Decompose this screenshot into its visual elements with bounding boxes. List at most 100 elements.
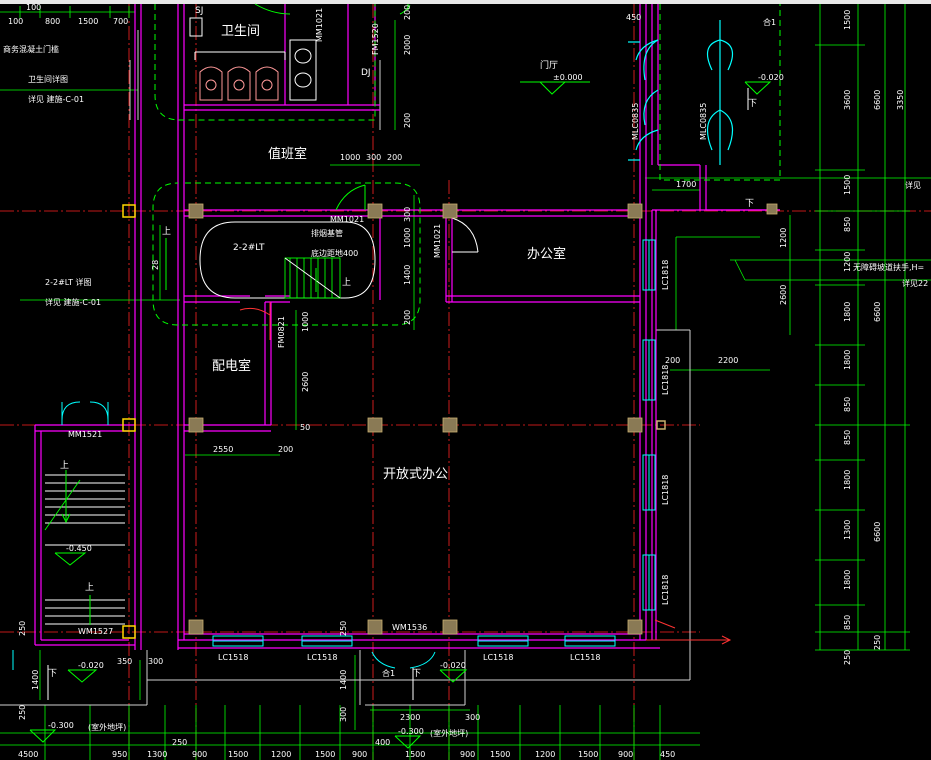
dim-text: 450 xyxy=(660,750,675,759)
window-tag-c1-a: 合1 xyxy=(763,17,776,27)
stair-up-label: 上 xyxy=(342,277,351,288)
window-tag-lc1818-c: LC1818 xyxy=(661,475,670,505)
dim-text: 2550 xyxy=(213,445,233,454)
window-tag-lc1818-d: LC1818 xyxy=(661,575,670,605)
dim-text: 1800 xyxy=(843,350,852,370)
door-tag-mm1021-office: MM1021 xyxy=(433,224,442,258)
down-label-lobby: 下 xyxy=(748,99,757,109)
note-outdoor-mid: (室外地坪) xyxy=(430,728,468,738)
elev-outdoor-left: -0.300 xyxy=(48,721,74,730)
dim-text: 850 xyxy=(843,430,852,445)
dim-text: 250 xyxy=(172,738,187,747)
dim-text: 800 xyxy=(45,17,60,26)
dim-text: 2600 xyxy=(779,285,788,305)
dim-text: 6600 xyxy=(873,302,882,322)
room-label-office: 办公室 xyxy=(527,246,566,262)
dim-text: 250 xyxy=(873,635,882,650)
note-ramp: 无障碍坡道扶手,H= xyxy=(853,262,924,272)
door-tag-fm-dist: FM0821 xyxy=(277,316,286,348)
room-label-lobby: 门厅 xyxy=(540,59,558,71)
walls xyxy=(34,4,780,650)
door-tag-mlc-left: MLC0835 xyxy=(631,103,640,140)
elev-outdoor-mid: -0.300 xyxy=(398,727,424,736)
dimension-lines xyxy=(0,4,931,760)
dim-text: 1500 xyxy=(228,750,248,759)
dim-text: 1500 xyxy=(405,750,425,759)
dim-text: 300 xyxy=(403,207,412,222)
dim-text: 450 xyxy=(626,13,641,22)
window-tag-c1-b: 合1 xyxy=(382,668,395,678)
door-tag-fm1520: FM1520 xyxy=(371,23,380,55)
room-label-distribution: 配电室 xyxy=(212,358,251,374)
dim-text: 900 xyxy=(352,750,367,759)
door-tag-wm1536: WM1536 xyxy=(392,623,427,632)
dim-text: 4500 xyxy=(18,750,38,759)
dim-text: 1500 xyxy=(843,10,852,30)
stair-note-1: 排烟基管 xyxy=(311,228,343,238)
elev-bottom-mid: -0.020 xyxy=(440,661,466,670)
columns xyxy=(188,203,778,635)
dim-text: 1300 xyxy=(147,750,167,759)
dim-text: 1800 xyxy=(843,570,852,590)
dim-text: 100 xyxy=(8,17,23,26)
stair-shaft-outline xyxy=(199,221,376,299)
dim-text: 250 xyxy=(18,705,27,720)
dim-text: 1800 xyxy=(843,470,852,490)
dim-text: 1200 xyxy=(843,252,852,272)
doors xyxy=(12,3,479,670)
dim-text: 100 xyxy=(26,3,41,12)
note-ramp-ref: 详见22 xyxy=(902,278,928,288)
dim-text: 50 xyxy=(300,423,310,432)
dim-text: 200 xyxy=(403,5,412,20)
note-detail-right: 详见 xyxy=(905,180,921,190)
dim-text: 6600 xyxy=(873,522,882,542)
dim-text: 300 xyxy=(148,657,163,666)
dim-text: 1000 xyxy=(403,228,412,248)
windows xyxy=(212,239,656,647)
dim-text: 1200 xyxy=(535,750,555,759)
note-stair-detail: 2-2#LT 详图 xyxy=(45,277,92,287)
dim-text: 200 xyxy=(403,310,412,325)
door-tag-wm1527: WM1527 xyxy=(78,627,113,636)
vertical-dimension-texts: 200 2000 200 300 1000 1400 200 1000 2600… xyxy=(18,5,905,722)
note-stair-detail-ref: 详见 建施-C-01 xyxy=(45,297,101,307)
dim-text: 1000 xyxy=(301,312,310,332)
dim-text: 850 xyxy=(843,615,852,630)
label-dj: DJ xyxy=(361,68,371,78)
dim-text: 200 xyxy=(387,153,402,162)
left-stair-up-2: 上 xyxy=(85,582,94,593)
dim-text: 200 xyxy=(278,445,293,454)
dim-text: 1500 xyxy=(490,750,510,759)
elev-lobby: ±0.000 xyxy=(553,73,583,82)
sinks xyxy=(189,17,317,101)
red-leader xyxy=(646,619,732,645)
dim-text: 3600 xyxy=(843,90,852,110)
dim-text: 1200 xyxy=(271,750,291,759)
left-stair xyxy=(44,474,125,625)
dim-text: 250 xyxy=(339,621,348,636)
note-toilet-detail: 卫生间详图 xyxy=(28,74,68,84)
window-tag-lc1818-b: LC1818 xyxy=(661,365,670,395)
elev-left-stair: -0.450 xyxy=(66,544,92,553)
window-tag-lc1818-a: LC1818 xyxy=(661,260,670,290)
elev-left-out: -0.020 xyxy=(78,661,104,670)
window-tag-lc1518-4: LC1518 xyxy=(570,653,600,662)
dim-text: 3350 xyxy=(896,90,905,110)
window-tag-lc1518-1: LC1518 xyxy=(218,653,248,662)
note-outdoor-left: (室外地坪) xyxy=(88,722,126,732)
down-label-right: 下 xyxy=(745,199,754,209)
dim-text: 2000 xyxy=(403,35,412,55)
dim-text: 1200 xyxy=(779,228,788,248)
left-stair-up: 上 xyxy=(60,460,69,471)
outline-grey xyxy=(0,30,691,706)
dim-text: 300 xyxy=(339,707,348,722)
down-label-mid: 下 xyxy=(412,669,421,679)
dim-text: 200 xyxy=(403,113,412,128)
room-label-open-office: 开放式办公 xyxy=(383,467,448,482)
dim-text: 2200 xyxy=(718,356,738,365)
stair-2-2-lt xyxy=(284,257,341,299)
dim-text: 200 xyxy=(665,356,680,365)
stair-note-2: 底边距地400 xyxy=(311,248,358,258)
dimension-texts: 100 800 1500 700 100 450 1000 300 200 25… xyxy=(8,3,738,759)
